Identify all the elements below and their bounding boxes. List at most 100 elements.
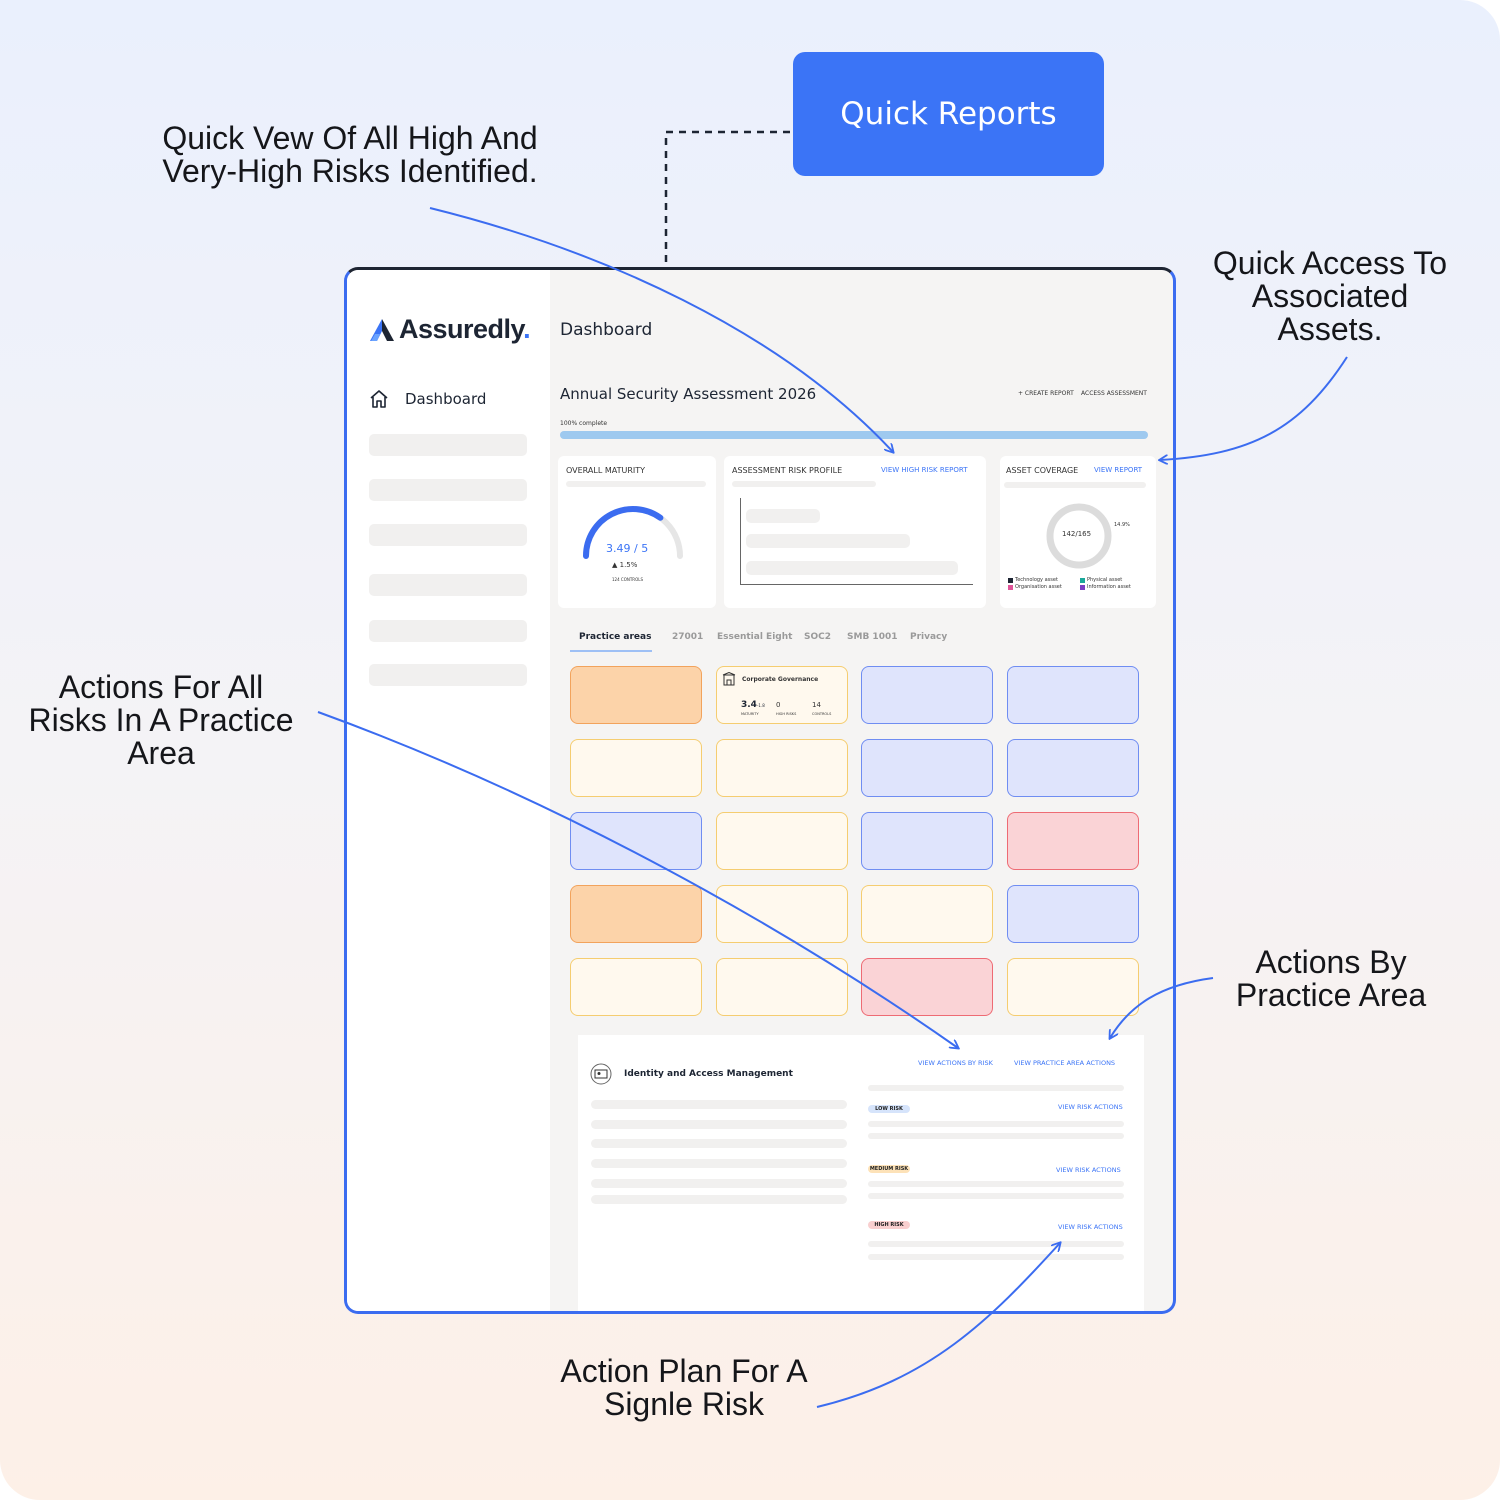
tile-high-risks-label: HIGH RISKS: [776, 712, 797, 716]
text-placeholder: [591, 1179, 847, 1188]
building-icon: [722, 672, 736, 686]
callout-high-risks: Quick Vew Of All High And Very-High Risk…: [162, 120, 538, 189]
sidebar-item-dashboard[interactable]: Dashboard: [369, 389, 486, 409]
card-title: ASSESSMENT RISK PROFILE: [732, 466, 843, 475]
bar-placeholder: [746, 509, 820, 523]
create-report-link[interactable]: + CREATE REPORT: [1018, 390, 1074, 397]
dashboard-window: Assuredly. Dashboard Dashboard Annual Se…: [344, 267, 1176, 1314]
legend-item: Information asset: [1080, 584, 1152, 590]
practice-area-tile[interactable]: [861, 739, 993, 797]
callout-practice-area-risks: Actions For All Risks In A Practice Area: [28, 669, 294, 771]
text-placeholder: [591, 1120, 847, 1129]
text-placeholder: [868, 1241, 1124, 1247]
tile-controls-label: CONTROLS: [812, 712, 832, 716]
practice-area-tile[interactable]: [716, 812, 848, 870]
up-arrow-icon: ▲: [612, 561, 620, 569]
practice-area-tile[interactable]: [716, 885, 848, 943]
id-card-icon: [590, 1063, 612, 1085]
practice-area-tile[interactable]: [1007, 739, 1139, 797]
corporate-governance-tile-content[interactable]: Corporate Governance 3.4-1.8 MATURITY 0 …: [716, 666, 848, 724]
tile-high-risks: 0: [776, 701, 781, 709]
progress-fill: [560, 431, 1148, 439]
legend-swatch: [1080, 577, 1085, 583]
practice-area-tile[interactable]: [570, 885, 702, 943]
tab-smb-1001[interactable]: SMB 1001: [847, 632, 898, 642]
sidebar-item-placeholder[interactable]: [369, 479, 527, 501]
card-title: ASSET COVERAGE: [1006, 466, 1079, 475]
text-placeholder: [868, 1254, 1124, 1260]
sidebar-item-placeholder[interactable]: [369, 664, 527, 686]
practice-area-tile[interactable]: [1007, 885, 1139, 943]
view-risk-actions-link[interactable]: VIEW RISK ACTIONS: [1058, 1103, 1123, 1111]
sidebar-item-placeholder[interactable]: [369, 620, 527, 642]
asset-percent: 14.9%: [1114, 522, 1130, 528]
maturity-score: 3.49 / 5: [606, 542, 649, 555]
practice-area-tile[interactable]: [1007, 812, 1139, 870]
tab-active-indicator: [570, 650, 652, 652]
text-placeholder: [566, 481, 706, 487]
practice-area-tile[interactable]: [861, 666, 993, 724]
asset-coverage-card: ASSET COVERAGE VIEW REPORT 142/165 14.9%…: [1000, 456, 1156, 608]
risk-profile-card: ASSESSMENT RISK PROFILE VIEW HIGH RISK R…: [724, 456, 986, 608]
sidebar-item-placeholder[interactable]: [369, 524, 527, 546]
practice-area-tile[interactable]: [716, 739, 848, 797]
bar-placeholder: [746, 534, 910, 548]
text-placeholder: [868, 1121, 1124, 1127]
maturity-change: ▲ 1.5%: [612, 561, 638, 569]
high-risk-badge: HIGH RISK: [868, 1221, 910, 1229]
detail-title: Identity and Access Management: [624, 1069, 793, 1079]
medium-risk-badge: MEDIUM RISK: [868, 1165, 910, 1173]
text-placeholder: [868, 1193, 1124, 1199]
maturity-gauge: [583, 506, 683, 559]
assessment-title: Annual Security Assessment 2026: [560, 385, 817, 403]
overall-maturity-card: OVERALL MATURITY 3.49 / 5 ▲ 1.5% 124 CON…: [558, 456, 716, 608]
view-risk-actions-link[interactable]: VIEW RISK ACTIONS: [1056, 1166, 1121, 1174]
chart-axis: [740, 498, 973, 585]
tile-title: Corporate Governance: [742, 676, 819, 683]
brand-name: Assuredly: [399, 314, 524, 344]
tab-soc2[interactable]: SOC2: [804, 632, 831, 642]
legend-item: Physical asset: [1080, 577, 1152, 583]
tile-maturity: 3.4-1.8: [741, 700, 765, 710]
text-placeholder: [591, 1100, 847, 1109]
tile-maturity-label: MATURITY: [741, 712, 759, 716]
sidebar: Assuredly. Dashboard: [347, 270, 550, 1311]
practice-area-tile[interactable]: [570, 739, 702, 797]
view-practice-area-actions-link[interactable]: VIEW PRACTICE AREA ACTIONS: [1014, 1059, 1116, 1067]
card-title: OVERALL MATURITY: [566, 466, 646, 475]
legend-item: Organisation asset: [1008, 584, 1080, 590]
tab-27001[interactable]: 27001: [672, 632, 704, 642]
view-high-risk-report-link[interactable]: VIEW HIGH RISK REPORT: [881, 466, 968, 474]
practice-area-tile[interactable]: [861, 885, 993, 943]
brand-dot: .: [523, 314, 531, 344]
sidebar-item-placeholder[interactable]: [369, 574, 527, 596]
quick-reports-connector: [664, 130, 790, 268]
text-placeholder: [591, 1139, 847, 1148]
view-actions-by-risk-link[interactable]: VIEW ACTIONS BY RISK: [918, 1059, 993, 1067]
practice-area-tile[interactable]: [716, 958, 848, 1016]
asset-count: 142/165: [1062, 530, 1092, 538]
practice-area-tile[interactable]: [570, 958, 702, 1016]
brand-logo[interactable]: Assuredly.: [369, 314, 531, 345]
text-placeholder: [868, 1085, 1124, 1091]
tab-privacy[interactable]: Privacy: [910, 632, 948, 642]
legend-item: Technology asset: [1008, 577, 1080, 583]
legend-swatch: [1008, 577, 1013, 583]
practice-area-tile[interactable]: [570, 666, 702, 724]
access-assessment-link[interactable]: ACCESS ASSESSMENT: [1081, 390, 1147, 397]
home-icon: [370, 390, 388, 408]
practice-area-tile[interactable]: [861, 812, 993, 870]
text-placeholder: [868, 1181, 1124, 1187]
text-placeholder: [1004, 482, 1146, 488]
sidebar-item-placeholder[interactable]: [369, 434, 527, 456]
practice-area-tile[interactable]: [861, 958, 993, 1016]
arrow-assets: [1160, 356, 1348, 460]
view-report-link[interactable]: VIEW REPORT: [1094, 466, 1143, 474]
practice-area-tile[interactable]: [1007, 666, 1139, 724]
legend-swatch: [1080, 584, 1085, 590]
practice-area-tile[interactable]: [570, 812, 702, 870]
view-risk-actions-link[interactable]: VIEW RISK ACTIONS: [1058, 1223, 1123, 1231]
tab-practice-areas[interactable]: Practice areas: [579, 632, 652, 642]
practice-area-tile[interactable]: [1007, 958, 1139, 1016]
tab-essential-eight[interactable]: Essential Eight: [717, 632, 793, 642]
